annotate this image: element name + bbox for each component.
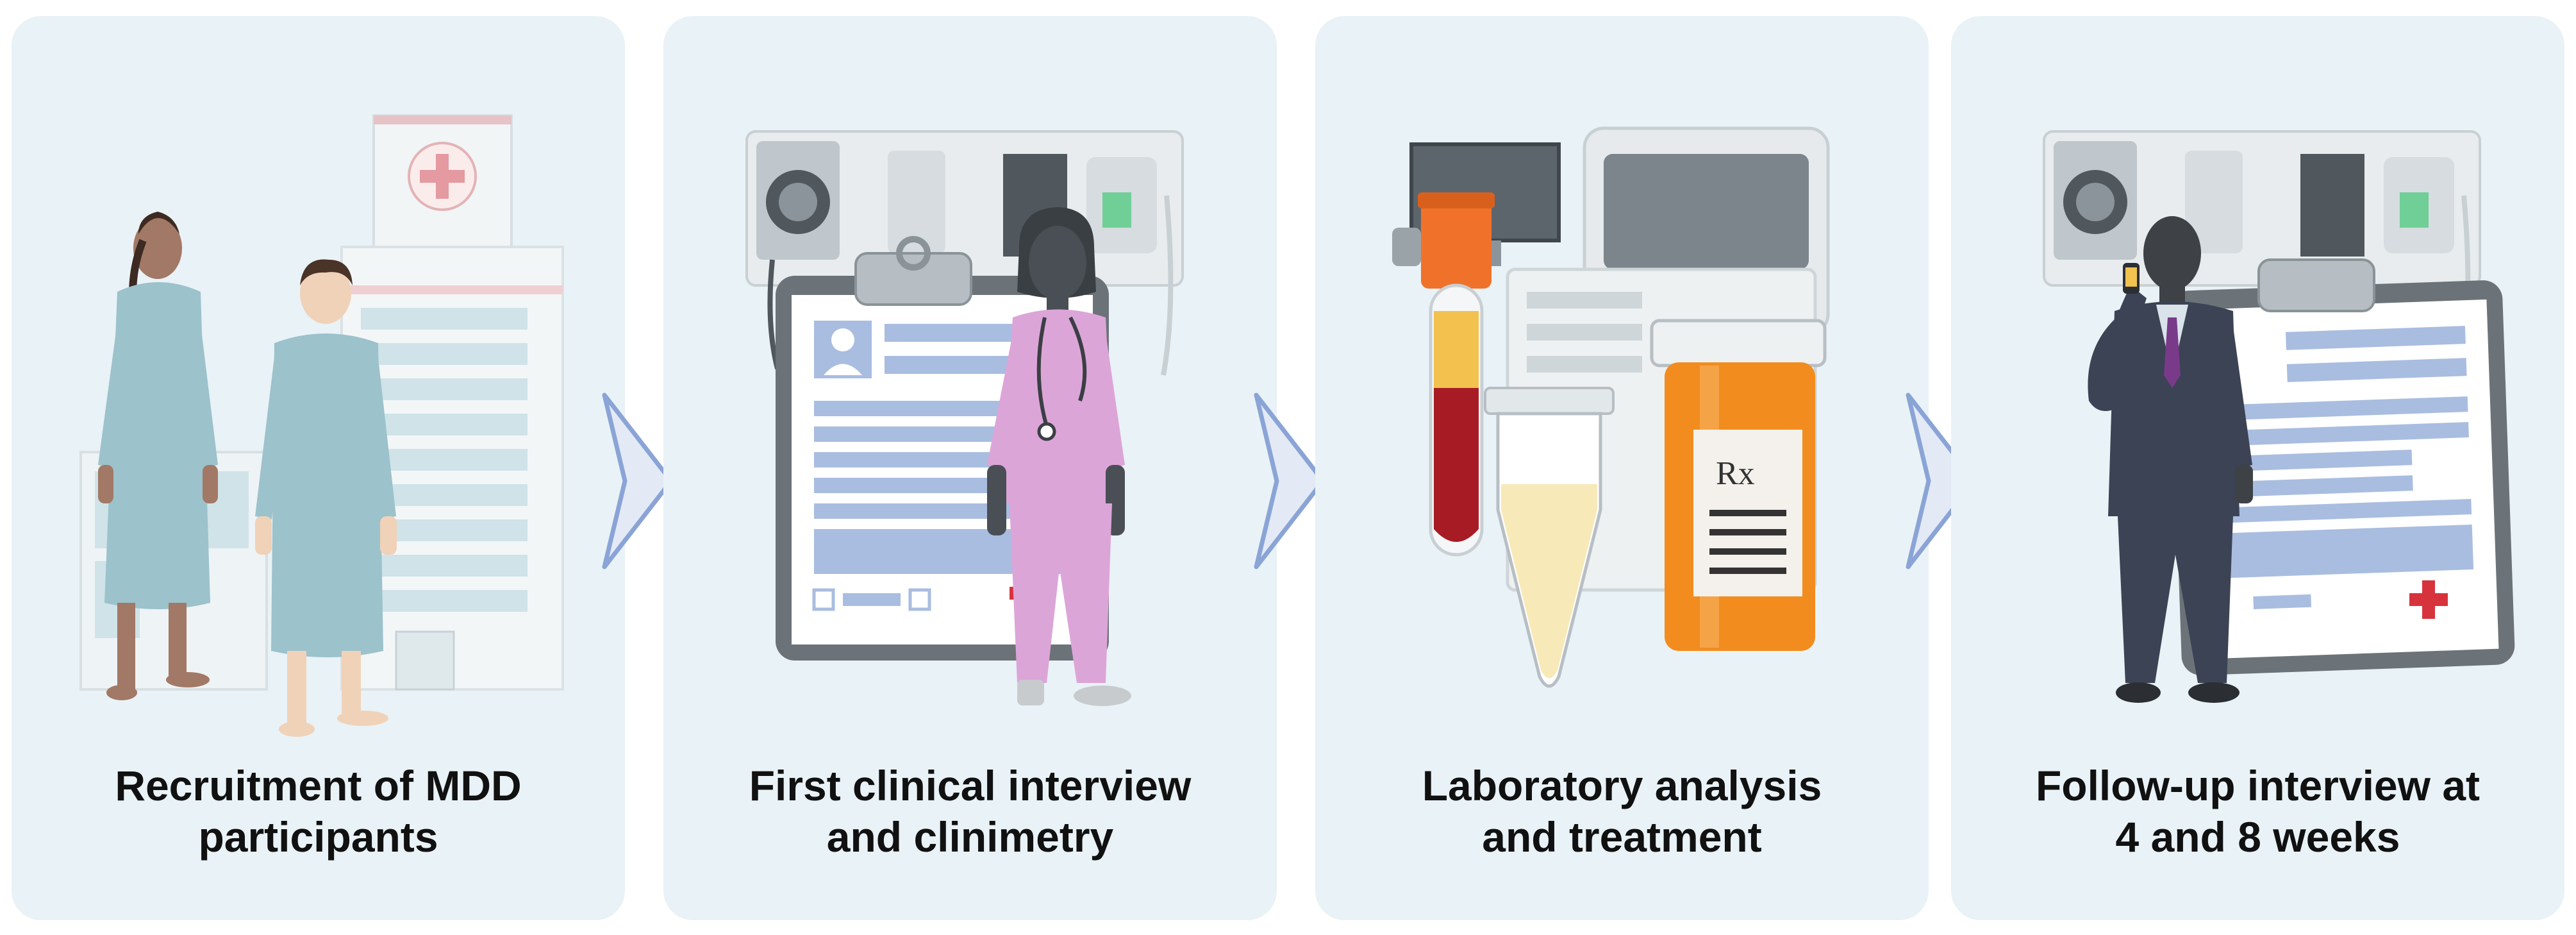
laboratory-illustration: Rx xyxy=(1392,126,1830,688)
urine-tube-icon xyxy=(1484,387,1615,688)
clinical-interview-illustration xyxy=(745,130,1184,706)
blood-tube-icon xyxy=(1418,192,1495,557)
caption-line-1: First clinical interview xyxy=(749,762,1192,809)
caption-line-2: participants xyxy=(198,813,438,861)
recruitment-illustration xyxy=(79,114,564,737)
pill-bottle-icon: Rx xyxy=(1650,319,1827,651)
step-panel-recruitment: Recruitment of MDD participants xyxy=(12,16,625,920)
caption-line-1: Laboratory analysis xyxy=(1422,762,1822,809)
caption-line-1: Recruitment of MDD xyxy=(115,762,522,809)
patient-man-icon xyxy=(255,259,397,737)
step-panel-follow-up: Follow-up interview at 4 and 8 weeks xyxy=(1951,16,2564,920)
caption-line-2: 4 and 8 weeks xyxy=(2115,813,2400,861)
chevron-right-icon xyxy=(602,392,674,569)
medical-wall-panel-icon xyxy=(2043,130,2481,376)
caption-line-2: and clinimetry xyxy=(826,813,1114,861)
caption-line-2: and treatment xyxy=(1482,813,1762,861)
nurse-icon xyxy=(987,207,1131,706)
step-caption: Recruitment of MDD participants xyxy=(31,760,606,863)
step-caption: Laboratory analysis and treatment xyxy=(1334,760,1909,863)
chevron-right-icon xyxy=(1254,392,1325,569)
rx-label: Rx xyxy=(1716,455,1755,492)
caption-line-1: Follow-up interview at xyxy=(2035,762,2480,809)
step-panel-laboratory: Rx Laboratory analysis and treatment xyxy=(1315,16,1929,920)
follow-up-illustration xyxy=(2043,130,2515,703)
clipboard-icon xyxy=(2169,258,2515,675)
doctor-phone-icon xyxy=(2088,216,2253,703)
step-caption: First clinical interview and clinimetry xyxy=(683,760,1258,863)
step-caption: Follow-up interview at 4 and 8 weeks xyxy=(1970,760,2545,863)
patient-woman-icon xyxy=(98,212,218,700)
step-panel-clinical-interview: First clinical interview and clinimetry xyxy=(663,16,1277,920)
